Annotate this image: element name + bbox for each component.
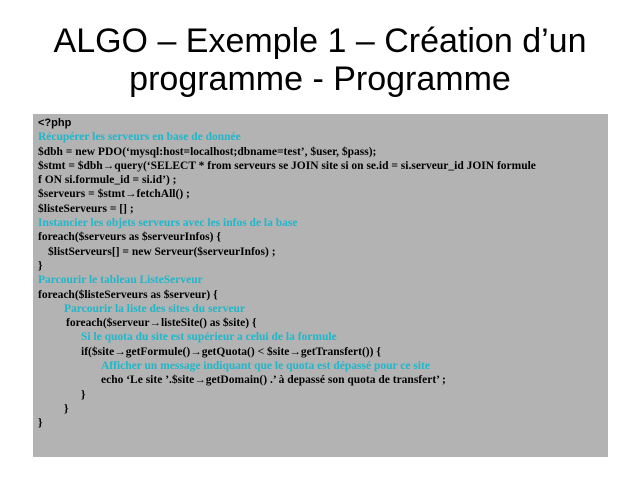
code-comment-line: Si le quota du site est supérieur a celu…	[81, 331, 337, 344]
code-line: $stmt = $dbh→query(‘SELECT * from serveu…	[38, 159, 536, 172]
code-line: <?php	[38, 117, 72, 129]
slide-title-line-1: ALGO – Exemple 1 – Création d’un	[53, 22, 587, 60]
code-line: foreach($serveur→listeSite() as $site) {	[66, 317, 257, 330]
code-comment-line: Afficher un message indiquant que le quo…	[101, 360, 430, 373]
code-line: }	[38, 259, 43, 272]
slide-title: ALGO – Exemple 1 – Création d’un program…	[0, 22, 640, 98]
code-line: echo ‘Le site ’.$site→getDomain() .’ à d…	[101, 374, 446, 387]
code-line: if($site→getFormule()→getQuota() < $site…	[81, 345, 381, 358]
code-comment-line: Récupérer les serveurs en base de donnée	[38, 131, 241, 144]
code-line: $listServeurs[] = new Serveur($serveurIn…	[48, 245, 276, 258]
code-comment-line: Instancier les objets serveurs avec les …	[38, 217, 298, 230]
code-comment-line: Parcourir le tableau ListeServeur	[38, 274, 203, 287]
code-line: f ON si.formule_id = si.id’) ;	[38, 174, 177, 187]
code-line: }	[81, 388, 86, 401]
slide-title-line-2: programme - Programme	[129, 60, 511, 98]
code-line: $dbh = new PDO(‘mysql:host=localhost;dbn…	[38, 145, 377, 158]
code-line: $listeServeurs = [] ;	[38, 202, 134, 215]
code-line: }	[38, 417, 43, 430]
code-line: $serveurs = $stmt→fetchAll() ;	[38, 188, 190, 201]
code-comment-line: Parcourir la liste des sites du serveur	[64, 302, 245, 315]
code-line: }	[64, 402, 69, 415]
code-line: foreach($listeServeurs as $serveur) {	[38, 288, 218, 301]
code-line: foreach($serveurs as $serveurInfos) {	[38, 231, 221, 244]
